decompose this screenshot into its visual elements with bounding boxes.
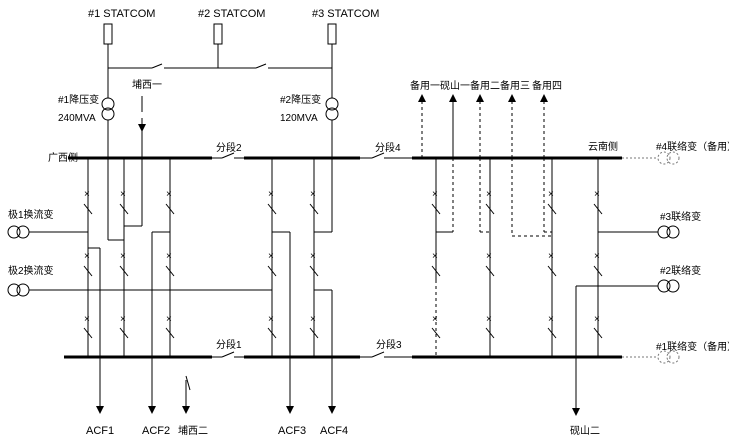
- svg-text:×: ×: [594, 189, 600, 200]
- svg-text:×: ×: [166, 251, 172, 262]
- statcom-2-label: #2 STATCOM: [198, 8, 265, 20]
- feeder-spare4-label: 备用四: [532, 79, 562, 92]
- svg-text:×: ×: [432, 251, 438, 262]
- feeder-acf4-label: ACF4: [320, 425, 348, 437]
- svg-text:×: ×: [310, 251, 316, 262]
- bay-x272: × × ×: [267, 158, 277, 357]
- interconnect-1: #1联络变（备用）: [656, 340, 729, 364]
- bay-x598: × × ×: [593, 158, 603, 357]
- bay-x88: × × ×: [83, 158, 93, 357]
- bay-x552: × × ×: [547, 158, 557, 357]
- svg-text:×: ×: [120, 314, 126, 325]
- svg-text:×: ×: [594, 314, 600, 325]
- feeder-puxi1-label: 埔西一: [132, 78, 162, 91]
- svg-text:×: ×: [120, 251, 126, 262]
- svg-text:×: ×: [268, 314, 274, 325]
- statcom-3-label: #3 STATCOM: [312, 8, 379, 20]
- interconnect-3: #3联络变: [598, 210, 701, 239]
- svg-text:×: ×: [310, 314, 316, 325]
- transformer-1-name: #1降压变: [58, 93, 99, 106]
- feeder-spare1-label: 备用一: [410, 79, 440, 92]
- statcom-1-label: #1 STATCOM: [88, 8, 155, 20]
- bay-x436: × × ×: [431, 158, 441, 357]
- svg-text:×: ×: [166, 314, 172, 325]
- feeder-puxi2-label: 埔西二: [178, 424, 208, 437]
- transformer-2-name: #2降压变: [280, 93, 321, 106]
- svg-text:×: ×: [84, 189, 90, 200]
- svg-text:×: ×: [486, 314, 492, 325]
- svg-text:×: ×: [84, 251, 90, 262]
- transformer-1: #1降压变 240MVA: [58, 93, 115, 158]
- feeder-spare3-label: 备用三: [500, 79, 530, 92]
- interconnect-2-label: #2联络变: [660, 264, 701, 277]
- svg-text:×: ×: [486, 189, 492, 200]
- converter-1-label: 极1换流变: [8, 208, 54, 221]
- svg-text:×: ×: [486, 251, 492, 262]
- svg-text:×: ×: [548, 314, 554, 325]
- interconnect-1-label: #1联络变（备用）: [656, 340, 729, 353]
- top-bus: 广西侧 云南侧 分段2 分段4: [48, 140, 658, 164]
- bus-label-guangxi: 广西侧: [48, 151, 78, 164]
- svg-text:×: ×: [594, 251, 600, 262]
- statcom-2: #2 STATCOM: [198, 8, 265, 68]
- interconnect-3-label: #3联络变: [660, 210, 701, 223]
- feeder-acf1-label: ACF1: [86, 425, 114, 437]
- feeder-yanshan2-label: 砚山二: [570, 425, 600, 437]
- bay-x170: × × ×: [165, 158, 175, 357]
- transformer-1-rating: 240MVA: [58, 113, 96, 124]
- feeders-bottom: ACF1 ACF2 埔西二 ACF3 ACF4 砚山二: [86, 231, 600, 437]
- section-2-label: 分段2: [216, 141, 242, 154]
- feeders-top: 备用一 砚山一 备用二 备用三 备用四: [410, 79, 562, 158]
- statcom-1: #1 STATCOM: [88, 8, 155, 98]
- svg-text:×: ×: [432, 314, 438, 325]
- svg-text:×: ×: [432, 189, 438, 200]
- bay-x314: × × ×: [309, 158, 319, 357]
- transformer-2-rating: 120MVA: [280, 113, 318, 124]
- feeder-acf3-label: ACF3: [278, 425, 306, 437]
- bay-x490: × × ×: [485, 158, 495, 357]
- interconnect-2: #2联络变: [576, 264, 701, 293]
- svg-text:×: ×: [84, 314, 90, 325]
- svg-text:×: ×: [268, 251, 274, 262]
- interconnect-4-label: #4联络变（备用）: [656, 140, 729, 153]
- statcom-tie: [108, 63, 332, 69]
- converter-2-label: 极2换流变: [8, 264, 54, 277]
- svg-text:×: ×: [166, 189, 172, 200]
- svg-text:×: ×: [548, 189, 554, 200]
- feeder-acf2-label: ACF2: [142, 425, 170, 437]
- transformer-2: #2降压变 120MVA: [280, 93, 339, 158]
- bay-taps: [107, 158, 552, 241]
- section-3-label: 分段3: [376, 338, 402, 351]
- bottom-bus: 分段1 分段3: [64, 338, 658, 359]
- svg-text:×: ×: [310, 189, 316, 200]
- bay-x124: × × ×: [119, 158, 129, 357]
- converter-pole1: 极1换流变: [7, 208, 88, 239]
- feeder-yanshan1-label: 砚山一: [440, 80, 470, 92]
- svg-text:×: ×: [268, 189, 274, 200]
- bus-label-yunnan: 云南侧: [588, 140, 618, 153]
- section-4-label: 分段4: [375, 141, 401, 154]
- feeder-spare2-label: 备用二: [470, 79, 500, 92]
- feeder-puxi1: 埔西一: [132, 78, 162, 158]
- svg-text:×: ×: [548, 251, 554, 262]
- svg-text:×: ×: [120, 189, 126, 200]
- statcom-3: #3 STATCOM: [312, 8, 379, 98]
- interconnect-4: #4联络变（备用）: [656, 140, 729, 165]
- converter-pole2: 极2换流变: [7, 264, 272, 297]
- section-1-label: 分段1: [216, 338, 242, 351]
